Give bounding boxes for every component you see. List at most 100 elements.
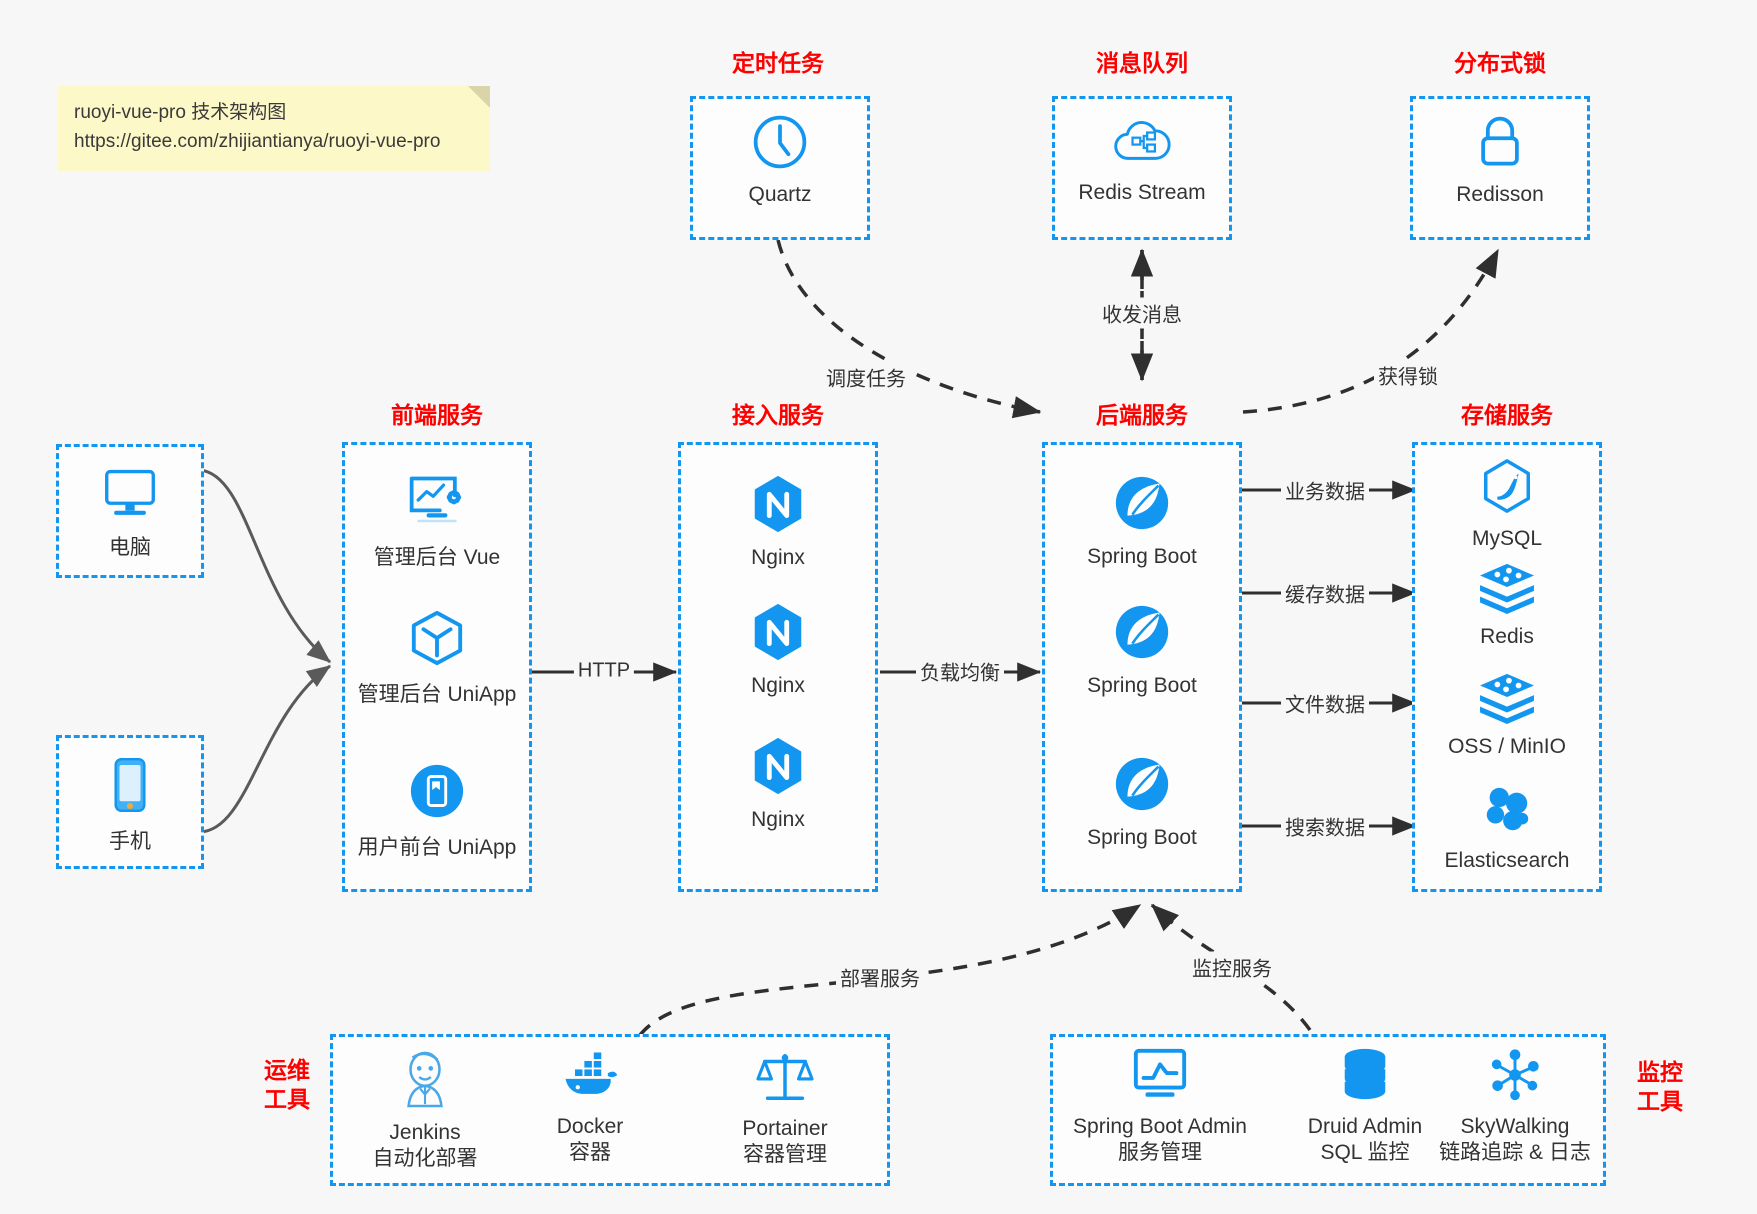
node-redis-stream[interactable]: Redis Stream <box>1052 114 1232 205</box>
node-sublabel: SQL 监控 <box>1320 1141 1410 1164</box>
clock-icon <box>750 112 810 177</box>
node-label: Elasticsearch <box>1444 849 1570 872</box>
dashboard-screen-icon <box>406 472 468 535</box>
node-label: Portainer <box>742 1117 828 1140</box>
spring-leaf-icon <box>1111 601 1173 668</box>
node-skywalking[interactable]: SkyWalking 链路追踪 & 日志 <box>1425 1046 1605 1166</box>
note-url: https://gitee.com/zhijiantianya/ruoyi-vu… <box>74 131 441 153</box>
node-nginx-1[interactable]: Nginx <box>678 473 878 570</box>
group-title-devops-line1: 运维 <box>264 1057 310 1083</box>
edge-label-load-balance: 负载均衡 <box>916 655 1004 687</box>
node-elasticsearch[interactable]: Elasticsearch <box>1412 784 1602 873</box>
skywalking-node-icon <box>1486 1046 1544 1109</box>
node-label: 管理后台 Vue <box>373 546 501 569</box>
lock-icon <box>1471 112 1529 177</box>
edge-label-business-data: 业务数据 <box>1281 474 1369 506</box>
redis-stack-icon <box>1476 562 1538 619</box>
node-user-uniapp[interactable]: 用户前台 UniApp <box>342 762 532 861</box>
node-sublabel: 自动化部署 <box>372 1147 478 1170</box>
group-title-devops-line2: 工具 <box>264 1085 310 1112</box>
group-title-storage: 存储服务 <box>1461 402 1553 428</box>
group-message-queue <box>1052 96 1232 240</box>
elasticsearch-icon <box>1478 784 1536 843</box>
node-quartz[interactable]: Quartz <box>690 112 870 207</box>
node-label: Redis <box>1480 625 1534 648</box>
node-admin-vue[interactable]: 管理后台 Vue <box>342 472 532 571</box>
node-sublabel: 容器 <box>569 1141 611 1164</box>
node-label: Druid Admin <box>1307 1115 1423 1138</box>
nginx-icon <box>748 735 808 802</box>
spring-leaf-icon <box>1111 753 1173 820</box>
node-nginx-3[interactable]: Nginx <box>678 735 878 832</box>
node-docker[interactable]: Docker 容器 <box>505 1048 675 1166</box>
edge-label-http: HTTP <box>573 658 635 684</box>
note-fold-corner <box>468 86 490 108</box>
mysql-dolphin-icon <box>1478 458 1536 521</box>
node-jenkins[interactable]: Jenkins 自动化部署 <box>340 1048 510 1172</box>
redis-stack-icon <box>1476 672 1538 729</box>
edge-label-search-data: 搜索数据 <box>1281 810 1369 842</box>
node-label: SkyWalking <box>1460 1115 1570 1138</box>
desktop-icon <box>101 466 159 525</box>
group-title-backend: 后端服务 <box>1096 402 1188 428</box>
node-spring-boot-admin[interactable]: Spring Boot Admin 服务管理 <box>1060 1046 1260 1166</box>
group-title-gateway: 接入服务 <box>732 402 824 428</box>
node-label: Redisson <box>1456 183 1544 206</box>
group-devops-tools <box>330 1034 890 1186</box>
node-mobile[interactable]: 手机 <box>56 756 204 855</box>
spring-leaf-icon <box>1111 472 1173 539</box>
node-mysql[interactable]: MySQL <box>1412 458 1602 551</box>
node-portainer[interactable]: Portainer 容器管理 <box>700 1048 870 1168</box>
group-title-devops: 运维 工具 <box>252 1056 322 1114</box>
node-label: 管理后台 UniApp <box>357 683 517 706</box>
edge-label-acquire-lock: 获得锁 <box>1374 359 1442 391</box>
jenkins-butler-icon <box>397 1048 453 1115</box>
node-pc[interactable]: 电脑 <box>56 466 204 561</box>
node-label: 电脑 <box>109 536 151 559</box>
edge-label-deploy-service: 部署服务 <box>836 961 924 993</box>
node-label: Spring Boot <box>1087 545 1197 568</box>
diagram-note: ruoyi-vue-pro 技术架构图 https://gitee.com/zh… <box>58 86 490 171</box>
scales-icon <box>756 1048 814 1111</box>
mobile-app-icon <box>407 762 467 825</box>
node-label: Spring Boot Admin <box>1073 1115 1247 1138</box>
edge-label-schedule-task: 调度任务 <box>822 361 910 393</box>
group-title-distributed-lock: 分布式锁 <box>1454 50 1546 76</box>
node-redisson[interactable]: Redisson <box>1410 112 1590 207</box>
node-sublabel: 服务管理 <box>1118 1141 1202 1164</box>
node-label: Spring Boot <box>1087 826 1197 849</box>
cloud-network-icon <box>1111 114 1173 175</box>
node-label: Nginx <box>751 808 805 831</box>
node-label: Nginx <box>751 546 805 569</box>
node-label: Nginx <box>751 674 805 697</box>
node-druid-admin[interactable]: Druid Admin SQL 监控 <box>1275 1046 1455 1166</box>
node-label: OSS / MinIO <box>1448 735 1566 758</box>
node-admin-uniapp[interactable]: 管理后台 UniApp <box>342 609 532 708</box>
group-title-monitor: 监控 工具 <box>1620 1058 1700 1116</box>
node-nginx-2[interactable]: Nginx <box>678 601 878 698</box>
node-oss-minio[interactable]: OSS / MinIO <box>1412 672 1602 759</box>
node-springboot-2[interactable]: Spring Boot <box>1042 601 1242 698</box>
docker-whale-icon <box>559 1048 621 1109</box>
group-title-scheduled-task: 定时任务 <box>732 50 824 76</box>
group-title-monitor-line2: 工具 <box>1637 1087 1683 1114</box>
node-springboot-3[interactable]: Spring Boot <box>1042 753 1242 850</box>
edge-label-send-receive-message: 收发消息 <box>1098 297 1186 329</box>
edge-label-file-data: 文件数据 <box>1281 687 1369 719</box>
node-label: Spring Boot <box>1087 674 1197 697</box>
edge-label-monitor-service: 监控服务 <box>1188 951 1276 983</box>
group-title-frontend: 前端服务 <box>391 402 483 428</box>
note-title: ruoyi-vue-pro 技术架构图 <box>74 102 287 123</box>
edge-label-cache-data: 缓存数据 <box>1281 577 1369 609</box>
node-label: 用户前台 UniApp <box>357 836 517 859</box>
node-redis[interactable]: Redis <box>1412 562 1602 649</box>
cube-icon <box>407 609 467 672</box>
node-springboot-1[interactable]: Spring Boot <box>1042 472 1242 569</box>
node-label: Redis Stream <box>1078 181 1206 204</box>
monitor-chart-icon <box>1129 1046 1191 1109</box>
node-label: Docker <box>556 1115 624 1138</box>
node-sublabel: 容器管理 <box>743 1143 827 1166</box>
node-sublabel: 链路追踪 & 日志 <box>1439 1141 1591 1164</box>
node-label: 手机 <box>109 830 151 853</box>
group-title-message-queue: 消息队列 <box>1096 50 1188 76</box>
